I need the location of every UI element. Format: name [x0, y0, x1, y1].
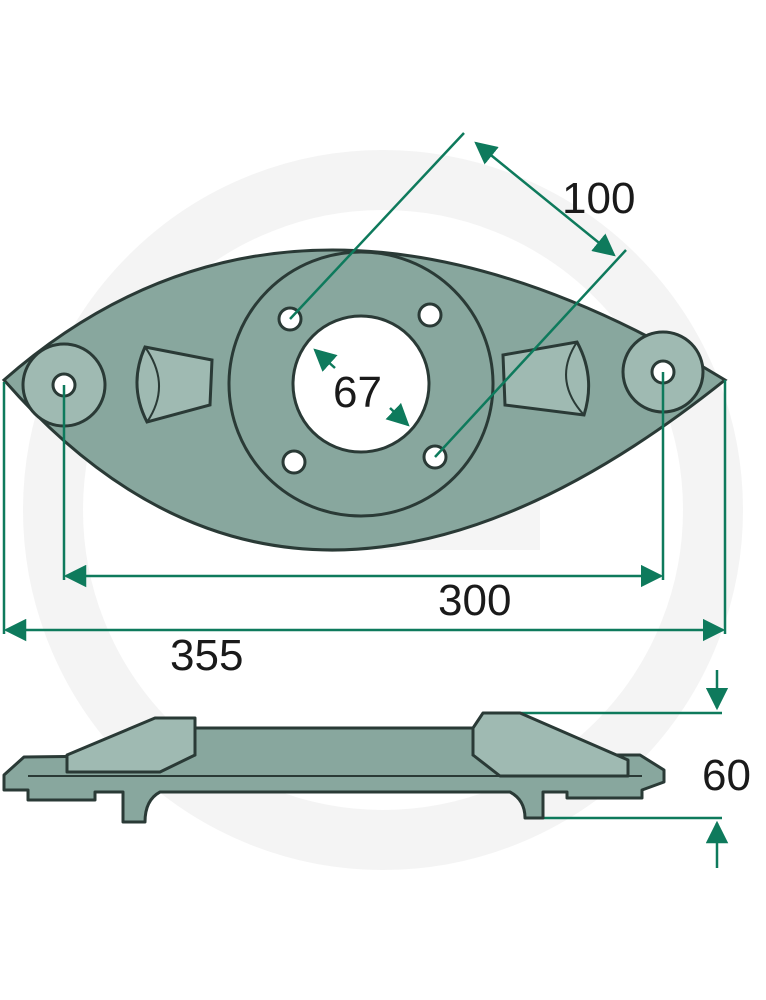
dimension-overall-length: 355	[170, 631, 243, 680]
bolt-hole	[281, 449, 307, 475]
dimension-lines	[2, 132, 729, 868]
side-right-wedge	[471, 711, 630, 778]
dimension-hole-spacing: 100	[562, 174, 635, 223]
side-view-plate	[2, 711, 666, 824]
side-left-wedge	[65, 716, 197, 774]
top-view-plate	[1, 248, 728, 552]
bolt-hole	[417, 302, 443, 328]
dimension-center-bore: 67	[333, 368, 382, 417]
dimension-height: 60	[702, 751, 751, 800]
dimension-inner-span: 300	[438, 576, 511, 625]
